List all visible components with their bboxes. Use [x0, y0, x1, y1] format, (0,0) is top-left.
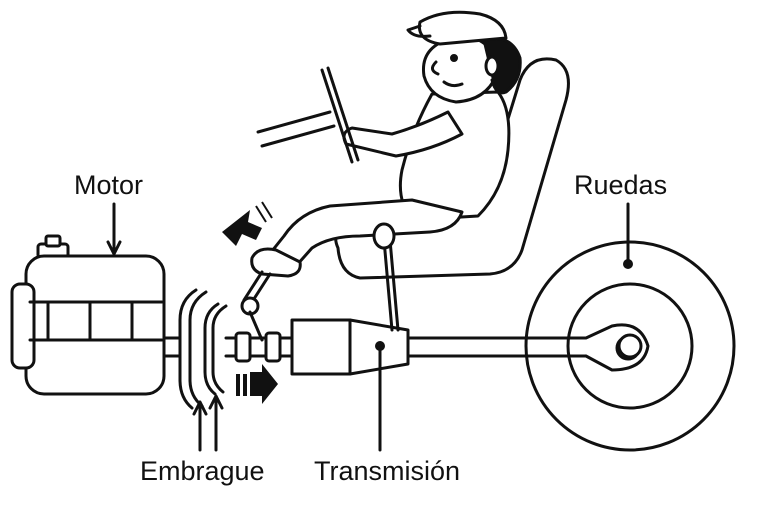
steering-wheel: [256, 66, 360, 164]
clutch-plates: [162, 288, 228, 410]
embrague-label: Embrague: [140, 456, 265, 486]
power-flow-arrow-icon: [236, 364, 278, 404]
driver-figure: [240, 10, 522, 342]
engine-block: [10, 234, 166, 396]
motor-label: Motor: [74, 170, 144, 200]
wheel: [524, 240, 736, 452]
embrague-pointer: [192, 394, 224, 452]
ruedas-pointer: [623, 202, 633, 269]
transmision-pointer: [375, 341, 385, 452]
motor-pointer: [106, 202, 122, 256]
transmision-label: Transmisión: [314, 456, 461, 486]
pedal-press-arrow-icon: [222, 201, 273, 246]
ruedas-label: Ruedas: [574, 170, 668, 200]
drive-shaft: [224, 331, 294, 363]
transmission-housing: [290, 318, 650, 376]
